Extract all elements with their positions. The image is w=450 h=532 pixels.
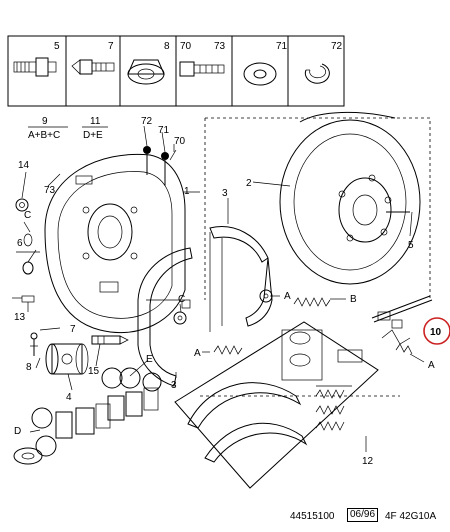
kit-11: 11 D+E [82,116,108,141]
shoe-kit-box[interactable] [174,321,379,489]
callout-14: 14 [18,160,30,171]
repair-kit-d[interactable] [13,403,111,465]
label-c-left: C [24,210,31,221]
callout-13: 13 [14,312,26,323]
backing-plate[interactable] [44,153,186,334]
parts-strip: 5 7 8 70 73 [7,35,345,107]
callout-1: 1 [184,186,190,197]
callout-10: 10 [430,327,442,338]
left-small-parts[interactable] [15,198,40,356]
callout-7: 7 [70,324,76,335]
cell-number: 7 [108,41,114,52]
label-c-shoe: C [178,294,185,305]
cell-number: 73 [214,41,226,52]
callout-12: 12 [362,456,374,467]
callout-15: 15 [88,366,100,377]
bolt-icon[interactable] [179,61,225,77]
label-e: E [146,354,153,365]
callouts: 1 2 3 3 4 5 6 7 8 10 12 13 14 15 70 71 7… [14,116,442,467]
cap-nut-icon[interactable] [127,59,165,85]
leader-lines [12,125,425,452]
footer-code: 44515100 [290,511,335,522]
callout-3-upper: 3 [222,188,228,199]
callout-4: 4 [66,392,72,403]
callout-72: 72 [141,116,153,127]
label-a-right: A [284,291,291,302]
callout-2: 2 [246,178,252,189]
bleed-screw[interactable] [91,335,129,345]
cell-number: 72 [331,41,343,52]
bolt-with-nut-icon[interactable] [13,57,57,77]
label-a-lever: A [428,360,435,371]
callout-70: 70 [174,136,186,147]
backing-plate-bolts[interactable] [143,146,177,186]
spring-a-lower[interactable] [213,345,243,355]
cell-number: 71 [276,41,288,52]
kit-number: 11 [90,116,101,127]
brake-shoe-right[interactable] [209,226,273,332]
kit-number: 9 [42,116,48,127]
highlight-ring [423,317,450,345]
callout-71: 71 [158,125,170,136]
circlip-icon[interactable] [304,63,330,84]
assembly-outline [200,117,431,397]
label-d: D [14,426,21,437]
callout-6: 6 [17,238,23,249]
label-a-left: A [194,348,201,359]
wheel-cylinder[interactable] [45,343,89,375]
callout-73: 73 [44,185,56,196]
kit-formula: D+E [83,130,103,141]
footer-ref: 4F 42G10A [385,511,437,522]
handbrake-lever[interactable] [371,295,433,355]
cell-number: 70 [180,41,192,52]
callout-8: 8 [26,362,32,373]
callout-3-lower: 3 [171,380,177,391]
brake-drum[interactable] [279,111,421,285]
callout-5: 5 [408,240,414,251]
spring-b[interactable] [293,297,331,307]
cell-number: 5 [54,41,60,52]
footer-date: 06/96 [347,508,379,522]
brake-shoe-left[interactable] [137,247,193,387]
repair-kit-e[interactable] [101,367,162,421]
washer-icon[interactable] [243,62,277,86]
label-b: B [350,294,357,305]
kit-formula: A+B+C [28,130,60,141]
cell-number: 8 [164,41,170,52]
kit-9: 9 A+B+C [28,116,68,141]
stud-icon[interactable] [71,59,115,75]
